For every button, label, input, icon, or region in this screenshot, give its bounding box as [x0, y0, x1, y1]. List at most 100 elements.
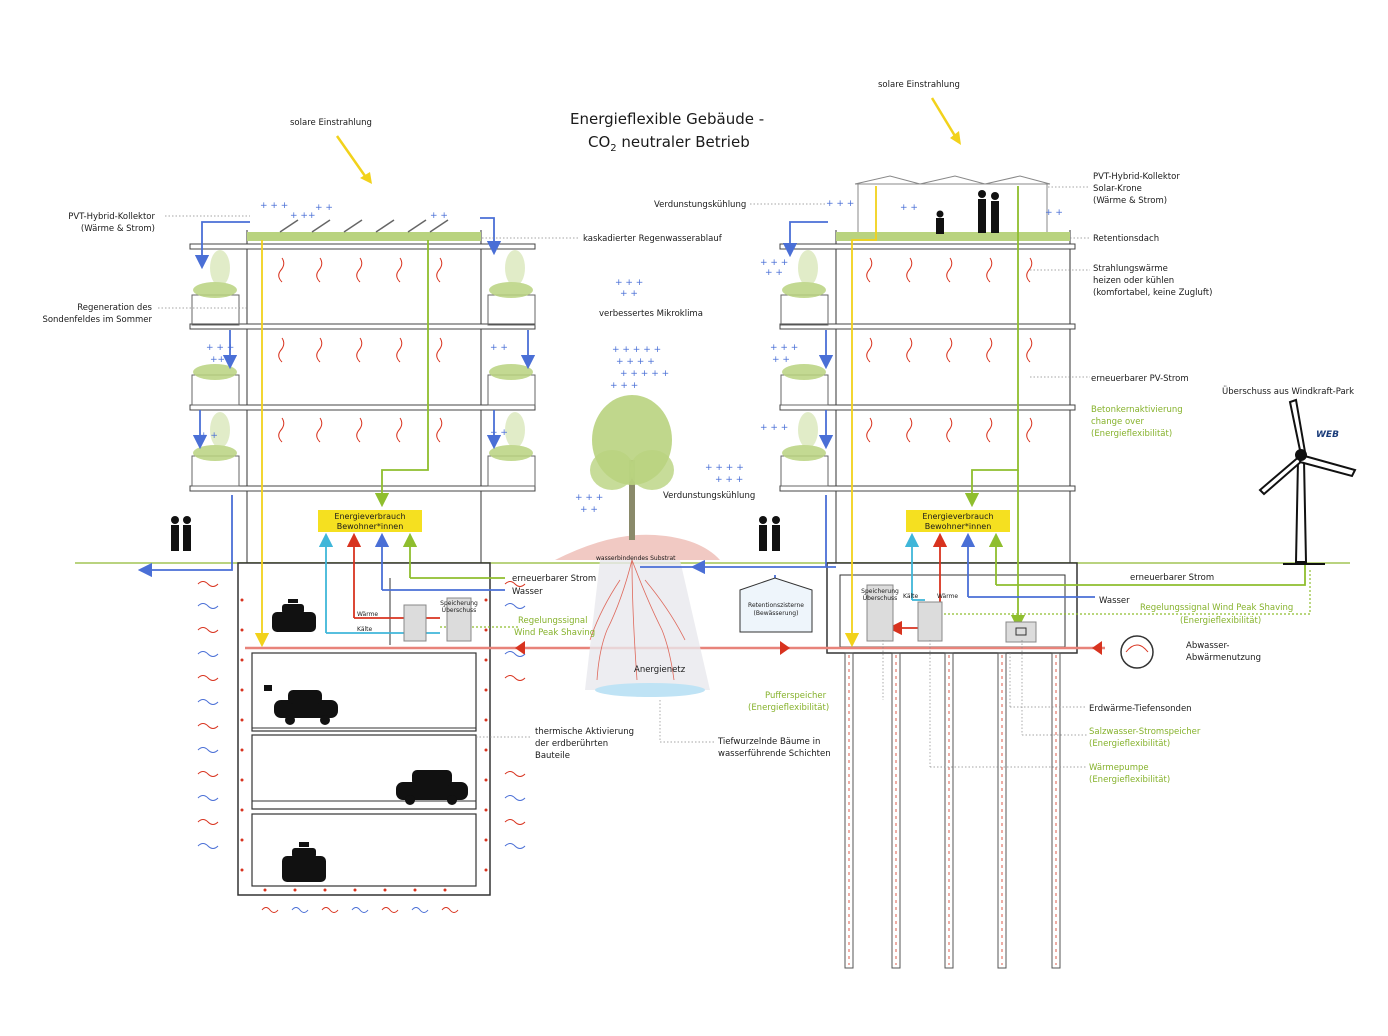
energy-consumption-box-right — [906, 510, 1010, 532]
label-solar-left: solare Einstrahlung — [290, 118, 372, 128]
svg-text:+ + + +: + + + + — [705, 463, 744, 473]
label-wasser-left: Wasser — [512, 587, 543, 597]
label-strahlung-3: (komfortabel, keine Zugluft) — [1093, 288, 1212, 298]
svg-text:+ ++: + ++ — [290, 211, 315, 221]
ground-heat-wave-icon — [197, 581, 526, 913]
svg-text:+ + +: + + + — [715, 475, 743, 485]
label-thermisch-3: Bauteile — [535, 751, 570, 761]
right-basement — [826, 562, 1078, 654]
diagram-title: Energieflexible Gebäude - CO2 neutraler … — [570, 110, 764, 154]
label-baeume-1: Tiefwurzelnde Bäume in — [717, 737, 820, 747]
speicher-right-2: Überschuss — [863, 595, 898, 602]
label-strom-left: erneuerbarer Strom — [512, 574, 596, 584]
svg-text:+ + +: + + + — [610, 381, 638, 391]
label-anergie: Anergienetz — [634, 665, 686, 675]
right-balcony-plants — [782, 250, 826, 461]
energy-right-line-1: Energieverbrauch — [922, 512, 993, 521]
label-salz-2: (Energieflexibilität) — [1089, 739, 1170, 749]
svg-text:+ +: + + — [490, 428, 508, 438]
label-regen-1: Regeneration des — [77, 303, 152, 313]
right-building — [779, 175, 1078, 654]
svg-text:+ + +: + + + — [575, 493, 603, 503]
tree-icon — [590, 395, 674, 540]
retention-1: Retentionszisterne — [748, 602, 804, 609]
pv-panel-icon — [279, 219, 449, 233]
heat-exchanger-icon — [1120, 635, 1154, 669]
label-baeume-2: wasserführende Schichten — [718, 749, 831, 759]
root-icon — [585, 559, 710, 697]
svg-text:+ + +: + + + — [770, 343, 798, 353]
battery-icon — [1005, 621, 1037, 643]
car-icon — [396, 770, 468, 805]
label-waerme-right: Wärme — [937, 593, 958, 600]
label-regel-left-1: Regelungssignal — [518, 616, 587, 626]
speicher-right-1: Speicherung — [861, 588, 899, 595]
label-pv-strom: erneuerbarer PV-Strom — [1091, 374, 1189, 384]
thermal-activation-dots — [240, 598, 488, 892]
label-puffer-2: (Energieflexibilität) — [748, 703, 829, 713]
svg-text:+ +: + + — [200, 431, 218, 441]
label-erdwaerme: Erdwärme-Tiefensonden — [1089, 704, 1192, 714]
label-retentionsdach: Retentionsdach — [1093, 234, 1159, 244]
label-abwasser-2: Abwärmenutzung — [1186, 653, 1261, 663]
label-verdunstung-top: Verdunstungskühlung — [654, 200, 746, 210]
svg-text:+ + + + +: + + + + + — [620, 369, 669, 379]
svg-text:+ +: + + — [315, 203, 333, 213]
energy-consumption-box-left — [318, 510, 422, 532]
svg-text:+ + + +: + + + + — [616, 357, 655, 367]
ev-car-icon — [264, 685, 338, 725]
label-abwasser-1: Abwasser- — [1186, 641, 1229, 651]
label-pvt-left-2: (Wärme & Strom) — [81, 224, 155, 234]
label-thermisch-1: thermische Aktivierung — [535, 727, 634, 737]
label-verdunstung-mid: Verdunstungskühlung — [663, 491, 755, 501]
label-substrat: wasserbindendes Substrat — [596, 555, 676, 562]
label-strahlung-2: heizen oder kühlen — [1093, 276, 1174, 286]
taxi-icon — [282, 842, 326, 882]
wind-turbine-icon — [1258, 398, 1357, 565]
title-line-2: neutraler Betrieb — [617, 133, 750, 151]
label-pvt-right-1: PVT-Hybrid-Kollektor — [1093, 172, 1180, 182]
energy-right-line-2: Bewohner*innen — [925, 522, 992, 531]
substrate-mound — [555, 534, 720, 560]
label-wp-2: (Energieflexibilität) — [1089, 775, 1170, 785]
sparkle-icon: + + ++ +++ ++ + + + ++++ + + ++ + + + ++… — [200, 199, 1063, 515]
svg-text:+ + + + +: + + + + + — [612, 345, 661, 355]
label-pvt-right-3: (Wärme & Strom) — [1093, 196, 1167, 206]
solar-arrow-icon — [335, 97, 961, 184]
label-salz-1: Salzwasser-Stromspeicher — [1089, 727, 1201, 737]
label-wp-1: Wärmepumpe — [1089, 763, 1149, 773]
label-beton-3: (Energieflexibilität) — [1091, 429, 1172, 439]
label-kaskade: kaskadierter Regenwasserablauf — [583, 234, 723, 244]
label-regel-right-2: (Energieflexibilität) — [1180, 616, 1261, 626]
left-building — [189, 219, 536, 896]
svg-text:+ + +: + + + — [206, 343, 234, 353]
svg-text:+ +: + + — [620, 289, 638, 299]
label-beton-2: change over — [1091, 417, 1144, 427]
title-line-1: Energieflexible Gebäude - — [570, 110, 764, 128]
svg-text:+ + +: + + + — [615, 278, 643, 288]
svg-text:+ +: + + — [490, 343, 508, 353]
svg-text:+ +: + + — [430, 211, 448, 221]
label-solar-right: solare Einstrahlung — [878, 80, 960, 90]
svg-text:+ +: + + — [765, 268, 783, 278]
svg-text:+ + +: + + + — [760, 423, 788, 433]
label-wasser-right: Wasser — [1099, 596, 1130, 606]
label-windpark: Überschuss aus Windkraft-Park — [1222, 386, 1354, 397]
svg-text:+ + +: + + + — [260, 201, 288, 211]
label-regel-right-1: Regelungssignal Wind Peak Shaving — [1140, 603, 1293, 613]
title-co: CO — [588, 133, 610, 151]
left-balcony-plants — [193, 250, 533, 461]
energy-left-line-1: Energieverbrauch — [334, 512, 405, 521]
energy-left-line-2: Bewohner*innen — [337, 522, 404, 531]
svg-text:CO2 neutraler Betrieb: CO2 neutraler Betrieb — [588, 133, 750, 154]
label-regel-left-2: Wind Peak Shaving — [514, 628, 595, 638]
svg-text:+ +: + + — [1045, 208, 1063, 218]
label-strom-right: erneuerbarer Strom — [1130, 573, 1214, 583]
geothermal-probes — [844, 652, 1061, 969]
label-mikroklima: verbessertes Mikroklima — [599, 309, 703, 319]
title-co-sub: 2 — [610, 143, 616, 154]
label-pvt-left-1: PVT-Hybrid-Kollektor — [68, 212, 155, 222]
taxi-icon — [272, 599, 316, 632]
